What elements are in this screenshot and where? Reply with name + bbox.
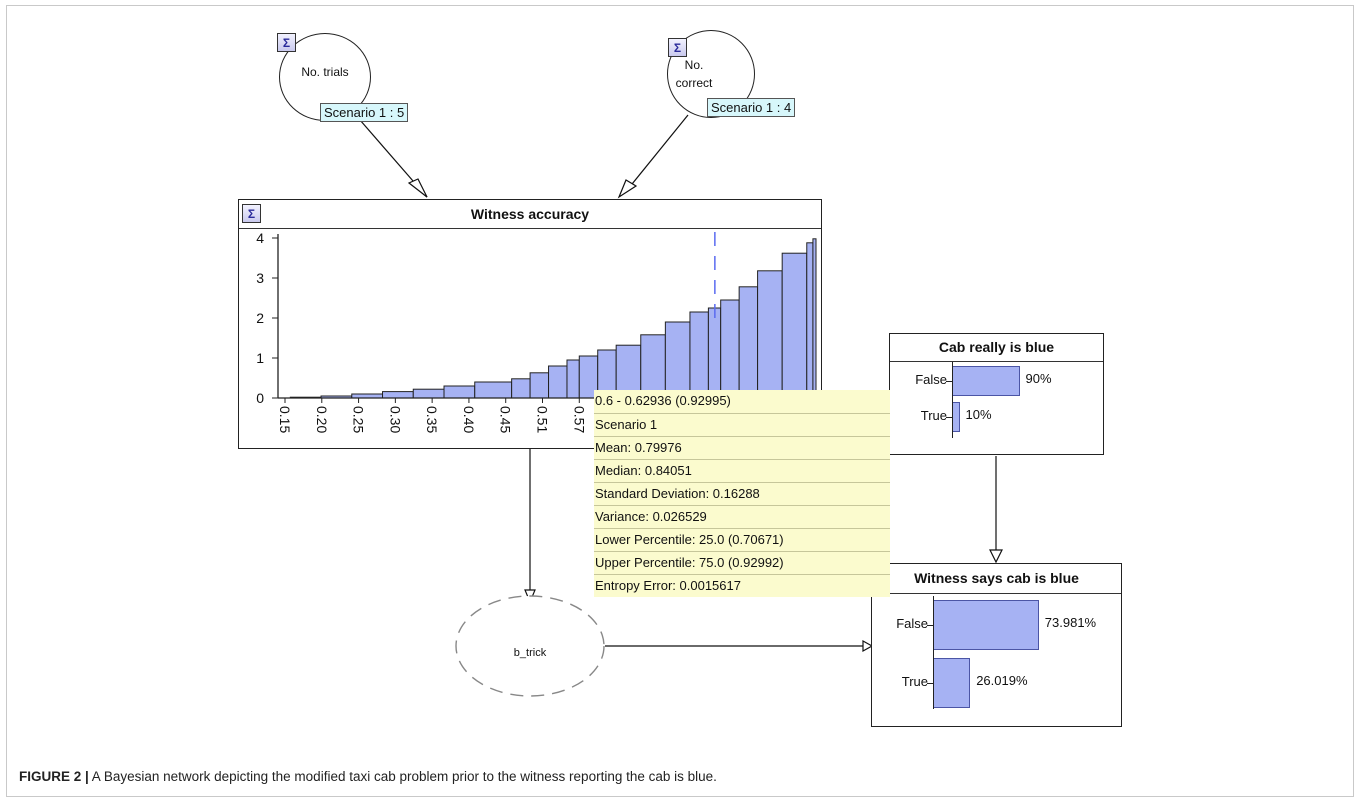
- stat-row: Entropy Error: 0.0015617: [594, 574, 890, 597]
- x-tick-label: 0.51: [535, 406, 551, 433]
- stat-row: Standard Deviation: 0.16288: [594, 482, 890, 505]
- stat-row: Variance: 0.026529: [594, 505, 890, 528]
- y-tick-label: 2: [256, 310, 264, 326]
- arrowhead-witness-left: [862, 639, 874, 653]
- histogram-bar: [689, 311, 709, 399]
- histogram-bar: [382, 391, 414, 399]
- state-axis: [952, 362, 953, 438]
- state-axis: [933, 596, 934, 709]
- figure-caption: FIGURE 2 | A Bayesian network depicting …: [19, 769, 717, 784]
- histogram-bar: [707, 307, 722, 399]
- histogram-bar: [664, 321, 691, 399]
- cab-really-blue-title: Cab really is blue: [890, 334, 1103, 362]
- arrowhead-trials-b: [407, 178, 428, 198]
- probability-value: 26.019%: [976, 673, 1028, 688]
- stat-row: Upper Percentile: 75.0 (0.92992): [594, 551, 890, 574]
- y-tick-label: 0: [256, 390, 264, 406]
- node-no-trials-label: No. trials: [301, 65, 349, 79]
- x-tick-label: 0.45: [498, 406, 514, 433]
- histogram-bar: [548, 365, 568, 399]
- node-b-trick-outline[interactable]: [452, 592, 612, 702]
- state-tick: [927, 683, 933, 684]
- histogram-bar: [738, 286, 759, 399]
- histogram-bar: [529, 372, 550, 399]
- edge-correct-to-accuracy: [627, 114, 689, 190]
- caption-text: A Bayesian network depicting the modifie…: [88, 769, 717, 784]
- histogram-bar: [806, 242, 814, 399]
- probability-bar-true: [952, 402, 960, 432]
- x-tick-label: 0.30: [387, 406, 403, 433]
- stat-row: Lower Percentile: 25.0 (0.70671): [594, 528, 890, 551]
- probability-bar-true: [933, 658, 971, 708]
- state-tick: [927, 625, 933, 626]
- stat-row: Scenario 1: [594, 413, 890, 436]
- y-tick-label: 3: [256, 270, 264, 286]
- state-label-true: True: [901, 674, 928, 689]
- histogram-bar: [443, 385, 476, 399]
- histogram-bar: [812, 238, 817, 399]
- witness-says-title: Witness says cab is blue: [872, 564, 1121, 594]
- state-label-true: True: [920, 408, 947, 423]
- x-tick-label: 0.20: [314, 406, 330, 433]
- histogram-bar: [566, 359, 580, 399]
- histogram-bar: [511, 378, 531, 399]
- stat-row: 0.6 - 0.62936 (0.92995): [594, 390, 890, 413]
- node-no-correct-label-1: No.: [684, 58, 704, 72]
- witness-accuracy-title: Witness accuracy: [239, 200, 821, 229]
- x-tick-label: 0.25: [351, 406, 367, 433]
- probability-bar-false: [933, 600, 1039, 650]
- state-tick: [946, 417, 952, 418]
- histogram-bar: [781, 252, 808, 399]
- state-tick: [946, 381, 952, 382]
- x-tick-label: 0.40: [461, 406, 477, 433]
- caption-prefix: FIGURE 2 |: [19, 769, 89, 784]
- arrowhead-witness-top: [989, 549, 1003, 564]
- y-tick-label: 1: [256, 350, 264, 366]
- sigma-icon: Σ: [668, 38, 687, 57]
- histogram-bar: [640, 334, 666, 399]
- sigma-icon: Σ: [242, 204, 261, 223]
- probability-value: 73.981%: [1044, 615, 1097, 630]
- node-b-trick-label: b_trick: [513, 647, 547, 659]
- scenario-tag-trials: Scenario 1 : 5: [320, 103, 409, 122]
- figure-frame: [6, 5, 1354, 797]
- stat-row: Median: 0.84051: [594, 459, 890, 482]
- probability-bar-false: [952, 366, 1020, 396]
- histogram-bar: [474, 381, 513, 399]
- sigma-icon: Σ: [277, 33, 296, 52]
- histogram-bar: [412, 388, 445, 399]
- scenario-tag-correct: Scenario 1 : 4: [707, 98, 796, 117]
- histogram-bar: [757, 270, 783, 399]
- state-label-false: False: [915, 372, 947, 387]
- node-no-correct-label-2: correct: [675, 76, 713, 90]
- y-tick-label: 4: [256, 230, 264, 246]
- arrowhead-correct: [617, 179, 638, 199]
- x-tick-label: 0.35: [424, 406, 440, 433]
- x-tick-label: 0.57: [571, 406, 587, 433]
- histogram-bar: [720, 299, 740, 399]
- probability-value: 10%: [965, 407, 992, 422]
- state-label-false: False: [896, 616, 928, 631]
- probability-value: 90%: [1025, 371, 1052, 386]
- stat-row: Mean: 0.79976: [594, 436, 890, 459]
- edge-trials-to-accuracy: [359, 119, 421, 190]
- histogram-bar: [615, 344, 642, 399]
- x-tick-label: 0.15: [277, 406, 293, 433]
